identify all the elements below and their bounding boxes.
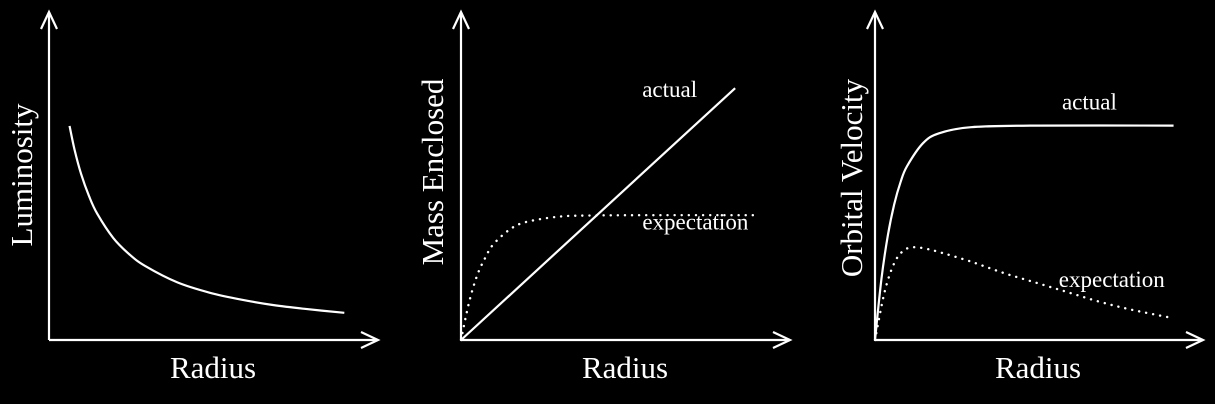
x-axis-label: Radius bbox=[170, 350, 256, 385]
series-label-expectation: expectation bbox=[1059, 267, 1166, 292]
series-line-actual bbox=[873, 124, 1174, 341]
x-axis-arrowhead bbox=[1185, 331, 1206, 349]
series-label-actual: actual bbox=[642, 77, 697, 102]
panel-luminosity: Radius Luminosity bbox=[4, 9, 381, 385]
x-axis-label: Radius bbox=[582, 350, 668, 385]
series-line-actual bbox=[460, 87, 736, 341]
x-axis-label: Radius bbox=[995, 350, 1081, 385]
series-line-luminosity bbox=[68, 125, 345, 314]
y-axis-label: Orbital Velocity bbox=[834, 78, 869, 277]
y-axis-arrowhead bbox=[40, 9, 58, 30]
panel-orbital-velocity: Radius Orbital Velocity actual expectati… bbox=[834, 9, 1206, 385]
x-axis-arrowhead bbox=[772, 331, 793, 349]
x-axis-arrowhead bbox=[360, 331, 381, 349]
y-axis-label: Mass Enclosed bbox=[415, 78, 450, 265]
series-label-actual: actual bbox=[1062, 90, 1117, 115]
series-label-expectation: expectation bbox=[642, 210, 749, 235]
panel-mass-enclosed: Radius Mass Enclosed actual expectation bbox=[415, 9, 793, 385]
y-axis-arrowhead bbox=[866, 9, 884, 30]
y-axis-label: Luminosity bbox=[4, 103, 39, 246]
y-axis-arrowhead bbox=[452, 9, 470, 30]
